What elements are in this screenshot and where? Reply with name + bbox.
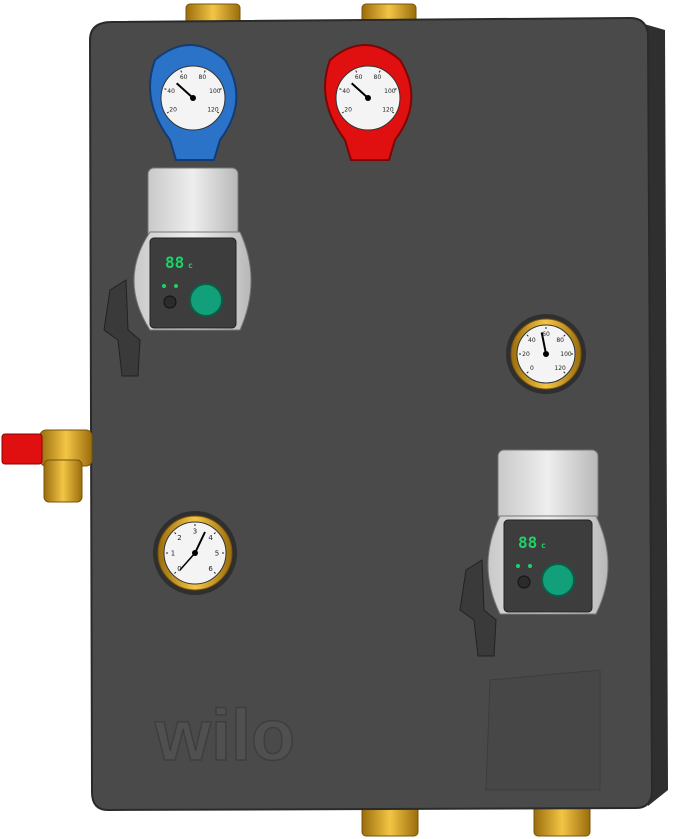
dial-mark: 100 [384,88,396,95]
upper-pump-led-1 [162,284,166,288]
mid-thermometer: 020 40 60 80 100 120 [506,314,586,394]
dial-mark: 100 [209,88,221,95]
dial-mark: 100 [560,351,572,358]
dial-mark: 0 [177,565,181,573]
dial-mark: 120 [207,107,219,114]
dial-mark: 5 [215,549,219,557]
dial-mark: 80 [374,74,382,81]
dial-tick [213,571,216,574]
mid-thermometer-needle [540,332,547,355]
dial-tick [180,70,183,73]
side-fitting-stem [43,459,83,503]
mid-thermometer-ticks: 020 40 60 80 100 120 [519,327,573,374]
dial-tick [166,111,170,114]
dial-tick [355,70,358,73]
pressure-gauge: 012 3 456 [153,511,237,595]
pressure-gauge-needle [194,531,206,554]
dial-mark: 40 [342,88,350,95]
dial-tick [339,88,342,90]
dial-mark: 20 [344,107,352,114]
dial-mark: 2 [177,534,181,542]
pressure-gauge-ticks: 012 3 456 [166,524,224,574]
lower-pump-display-unit: c [541,541,546,550]
lower-pump-terminal-box [497,449,599,521]
upper-pump-knob[interactable] [189,283,223,317]
upper-pump-terminal-box [147,167,239,239]
supply-thermometer-hub [365,95,371,101]
dial-tick [219,88,222,90]
dial-mark: 60 [180,74,188,81]
dial-tick [563,334,566,337]
dial-mark: 80 [199,74,207,81]
dial-mark: 120 [554,365,566,372]
dial-tick [563,371,566,374]
lower-pump-button[interactable] [517,575,531,589]
lower-pump-clip [459,559,497,657]
dial-tick [341,111,345,114]
supply-thermometer-needle [350,82,369,99]
upper-pump-control-panel [149,237,237,329]
dial-tick [174,571,177,574]
side-tee-fitting [1,429,93,503]
dial-mark: 3 [193,527,197,535]
dial-tick [164,88,167,90]
lower-pump-display: 88 [518,533,537,552]
dial-tick [394,88,397,90]
dial-tick [378,70,381,73]
dial-mark: 20 [522,351,530,358]
dial-mark: 6 [208,565,213,573]
dial-tick [526,334,529,337]
dial-tick [203,70,206,73]
dial-mark: 40 [528,337,536,344]
pressure-gauge-marker [179,552,196,571]
dial-mark: 120 [382,107,394,114]
dial-mark: 80 [556,337,564,344]
upper-circulation-pump: 88 c [103,167,252,377]
dial-mark: 1 [171,549,175,557]
dial-tick [213,532,216,535]
return-thermometer-needle [175,82,194,99]
lower-circulation-pump: 88 c [459,449,609,657]
upper-pump-button[interactable] [163,295,177,309]
mid-thermometer-hub [543,351,549,357]
dial-mark: 0 [530,365,534,372]
upper-pump-display-unit: c [188,261,193,270]
dial-tick [391,111,395,114]
lower-pump-led-2 [528,564,532,568]
body-recess [485,669,601,791]
dial-tick [526,371,529,374]
brand-logo-emboss: wilo [154,696,295,776]
upper-pump-led-2 [174,284,178,288]
dial-tick [174,532,177,535]
dial-tick [216,111,220,114]
dial-mark: 20 [169,107,177,114]
side-fitting-red-cap [1,433,43,465]
lower-pump-led-1 [516,564,520,568]
pressure-gauge-hub [192,550,198,556]
upper-pump-display: 88 [165,253,184,272]
return-thermometer-hub [190,95,196,101]
dial-mark: 4 [208,534,213,542]
lower-pump-knob[interactable] [541,563,575,597]
dial-mark: 40 [167,88,175,95]
upper-pump-clip [103,279,141,377]
dial-mark: 60 [355,74,363,81]
dial-mark: 60 [542,331,550,338]
